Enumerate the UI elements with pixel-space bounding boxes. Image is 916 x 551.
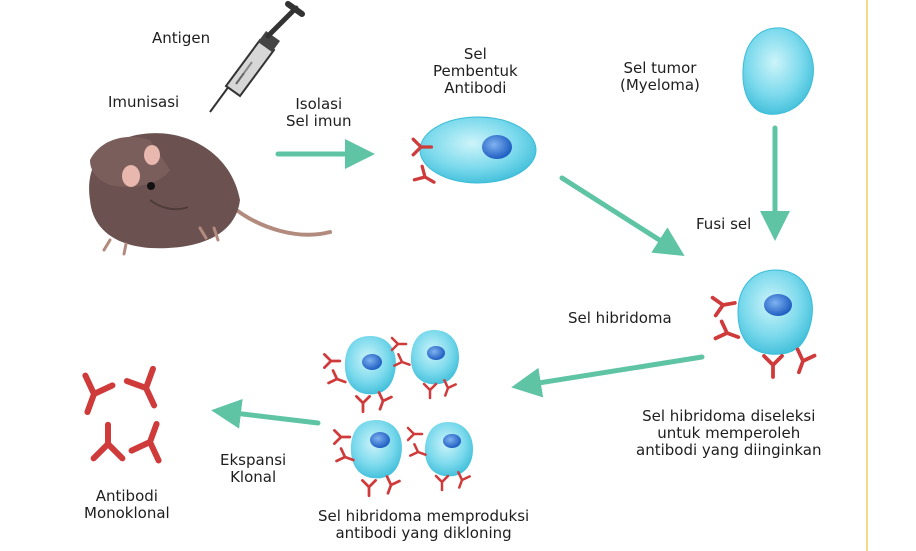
label-sel-hibridoma: Sel hibridoma (568, 309, 672, 327)
label-sel-tumor: Sel tumor (Myeloma) (620, 59, 700, 94)
label-antibodi-monoklonal: Antibodi Monoklonal (84, 487, 170, 522)
monoclonal-antibodies (74, 369, 170, 461)
syringe-icon (209, 1, 305, 113)
label-isolasi: Isolasi Sel imun (286, 95, 352, 130)
clone-cell-2 (390, 330, 459, 400)
label-diseleksi: Sel hibridoma diseleksi untuk memperoleh… (636, 407, 822, 459)
label-imunisasi: Imunisasi (108, 93, 180, 111)
hybridoma-cell (710, 269, 817, 379)
clone-cell-3 (333, 420, 402, 498)
cloned-hybridoma-cells (323, 330, 473, 498)
clone-cell-1 (323, 336, 396, 414)
arrow-ekspansi (211, 398, 321, 429)
mouse-icon (89, 133, 332, 256)
label-fusi-sel: Fusi sel (696, 215, 752, 233)
arrow-to-fusion (559, 175, 685, 257)
arrow-hibridoma-left (511, 354, 705, 398)
arrows (211, 125, 790, 429)
label-antigen: Antigen (152, 29, 211, 47)
tumor-cell (742, 27, 814, 115)
label-sel-pembentuk-antibodi: Sel Pembentuk Antibodi (433, 45, 518, 97)
antibody-forming-cell (411, 116, 537, 191)
label-ekspansi-klonal: Ekspansi Klonal (220, 451, 287, 486)
clone-cell-4 (406, 422, 473, 492)
right-edge-line (866, 0, 868, 551)
label-memproduksi: Sel hibridoma memproduksi antibodi yang … (318, 507, 530, 542)
